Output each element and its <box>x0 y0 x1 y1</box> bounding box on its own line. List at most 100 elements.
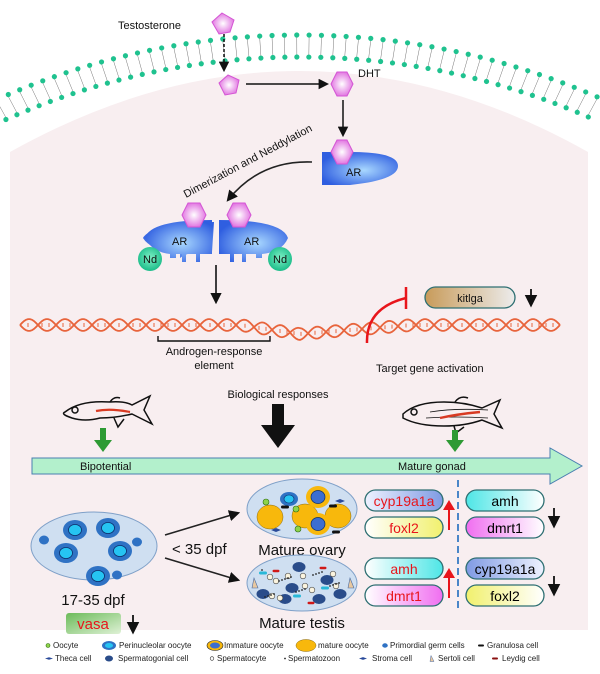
lipid-tail <box>65 74 74 92</box>
kitlga-box <box>424 286 516 309</box>
lipid-head <box>232 35 238 41</box>
lipid-head <box>159 45 165 51</box>
lipid-head <box>104 80 110 86</box>
mature-testis <box>246 554 358 612</box>
lipid-tail <box>497 65 505 83</box>
spermatozoon <box>284 578 286 580</box>
lipid-head <box>536 71 543 78</box>
gene-label: dmrt1 <box>487 520 523 536</box>
are-label-line2: element <box>194 360 233 372</box>
lipid-head <box>70 90 76 97</box>
lipid-tail <box>185 45 190 64</box>
lipid-head <box>93 83 99 90</box>
lipid-head <box>258 55 264 61</box>
spermatozoon <box>318 572 320 574</box>
lipid-head <box>585 114 591 120</box>
lipid-head <box>244 34 250 40</box>
legend-label: mature oocyte <box>318 641 369 650</box>
lipid-tail <box>486 62 493 80</box>
lipid-head <box>98 59 105 65</box>
lipid-tail <box>173 47 178 66</box>
legend-label: Leydig cell <box>502 654 540 663</box>
granulosa-cell <box>332 530 340 534</box>
lipid-tail <box>509 68 517 87</box>
lipid-head <box>47 98 53 105</box>
legend-label: Spermatozoon <box>288 654 340 663</box>
spermatogonial-cell <box>333 589 347 599</box>
spermatozoon <box>295 591 297 593</box>
lipid-head <box>343 33 349 40</box>
gene-label: cyp19a1a <box>374 493 435 509</box>
timeline-start-label: Bipotential <box>80 461 131 473</box>
spermatogonial-cell <box>285 583 299 593</box>
spermatogonial-cell <box>312 594 326 604</box>
spermatozoon <box>278 580 280 582</box>
lipid-head <box>75 66 81 72</box>
cell-membrane <box>0 32 600 123</box>
lipid-head <box>28 82 34 88</box>
lipid-tail <box>0 106 7 118</box>
lipid-tail <box>554 84 563 102</box>
lipid-head <box>59 94 65 101</box>
spermatozoon <box>264 596 266 598</box>
legend-label: Sertoli cell <box>438 654 475 663</box>
theca-cell <box>335 499 345 503</box>
spermatogonial-cell <box>292 562 306 572</box>
spermatogonial-cell-legend-icon <box>105 655 113 662</box>
ar-dimer-right-label: AR <box>244 236 259 248</box>
lipid-head <box>354 56 360 62</box>
transition-label: < 35 dpf <box>172 541 227 558</box>
lipid-tail <box>234 39 238 58</box>
green-arrow-right <box>446 430 464 452</box>
lipid-head <box>318 54 324 60</box>
lipid-tail <box>113 60 120 79</box>
lipid-tail <box>474 59 481 77</box>
legend-label: Stroma cell <box>372 654 412 663</box>
lipid-head <box>594 94 600 100</box>
stroma-cell-legend-icon <box>359 657 367 660</box>
nucleus <box>105 643 113 648</box>
spermatozoon <box>329 585 331 587</box>
gene-label: foxl2 <box>490 588 520 604</box>
lipid-head <box>401 61 407 68</box>
leydig-cell <box>272 569 280 573</box>
spermatozoon <box>287 577 289 579</box>
lipid-tail <box>451 53 457 72</box>
lipid-tail <box>532 76 540 94</box>
lipid-tail <box>588 98 598 116</box>
are-bracket <box>157 336 271 342</box>
lipid-head <box>222 58 228 64</box>
spermatozoon-legend-icon <box>284 657 286 660</box>
lipid-head <box>571 84 577 90</box>
lipid-head <box>366 57 372 63</box>
are-label-line1: Androgen-response <box>166 346 263 358</box>
lipid-head <box>472 75 478 82</box>
nd-right-label: Nd <box>273 254 287 266</box>
spermatozoon <box>273 593 275 595</box>
mature-oocyte-legend-icon <box>295 639 317 652</box>
spermatozoon <box>315 573 317 575</box>
lipid-head <box>331 33 337 39</box>
lipid-head <box>368 35 374 41</box>
legend-label: Spermatocyte <box>217 654 267 663</box>
lipid-tail <box>149 52 155 70</box>
lipid-head <box>529 92 536 98</box>
cytoplasm <box>10 71 588 630</box>
primordial-germ-cell <box>132 537 142 547</box>
lipid-tail <box>439 51 445 69</box>
lipid-tail <box>415 46 420 65</box>
leydig-cell-legend-icon <box>492 657 498 660</box>
stage-label: 17-35 dpf <box>61 592 125 609</box>
legend-label: Granulosa cell <box>487 641 538 650</box>
spermatogonial-cell <box>320 575 334 585</box>
nucleus <box>68 524 82 536</box>
lipid-head <box>583 89 589 95</box>
ar-monomer: AR <box>322 139 398 185</box>
primordial-germ-cell <box>112 570 122 580</box>
lipid-head <box>392 38 398 44</box>
primordial-germ-cell-legend-icon <box>382 643 388 648</box>
mature-oocyte <box>256 504 284 530</box>
nd-left-label: Nd <box>143 254 157 266</box>
